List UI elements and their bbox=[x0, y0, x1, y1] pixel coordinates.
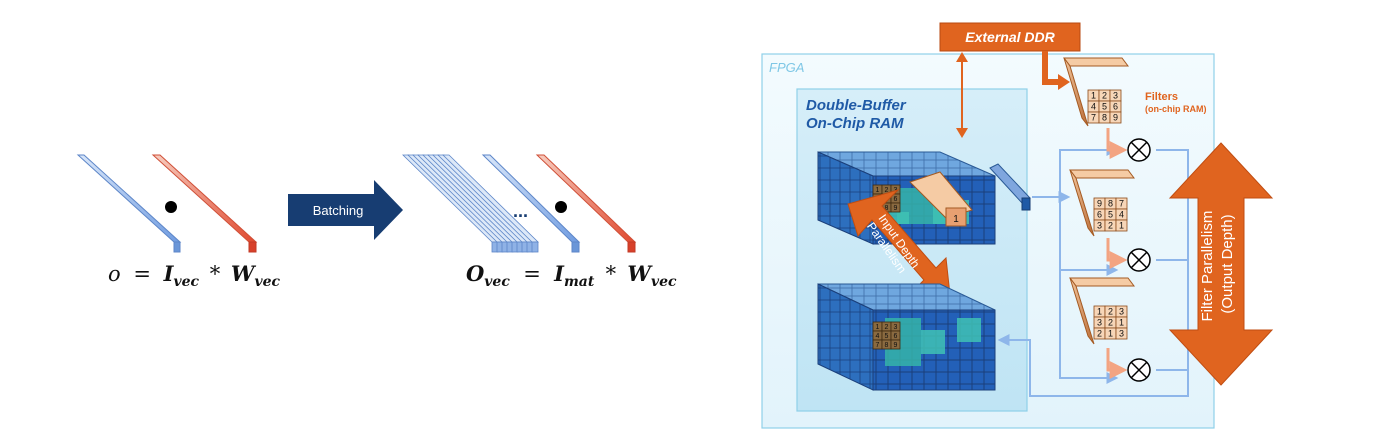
filter-parallelism-arrow: Filter Parallelism (Output Depth) bbox=[1168, 142, 1274, 386]
bottom-block-kernel-cell bbox=[890, 339, 901, 350]
filter-bot-kernel-value: 1 bbox=[1108, 329, 1113, 339]
external-ddr-label: External DDR bbox=[965, 29, 1055, 45]
filters-label: Filters bbox=[1145, 91, 1178, 103]
filter-top-kernel-value: 3 bbox=[1113, 91, 1118, 101]
bottom-block-kernel-value: 2 bbox=[885, 324, 889, 331]
input-vector-blue bbox=[76, 154, 182, 253]
bottom-block-kernel-value: 9 bbox=[894, 342, 898, 349]
batching-arrow: Batching bbox=[288, 180, 403, 240]
filters-sublabel: (on-chip RAM) bbox=[1145, 104, 1206, 114]
fpga-label: FPGA bbox=[769, 60, 804, 75]
top-block-kernel-value: 9 bbox=[894, 205, 898, 212]
filter-top-kernel-value: 7 bbox=[1091, 113, 1096, 123]
external-ddr-box bbox=[939, 22, 1081, 52]
filter-mid-kernel-value: 3 bbox=[1097, 221, 1102, 231]
top-block-kernel-value: 8 bbox=[885, 205, 889, 212]
ddr-buffer-arrow bbox=[956, 52, 968, 138]
top-block-kernel-value: 1 bbox=[876, 187, 880, 194]
input-vector-blue-2 bbox=[481, 154, 581, 253]
top-block-kernel-value: 6 bbox=[894, 196, 898, 203]
top-block-kernel-value: 2 bbox=[885, 187, 889, 194]
multiplier-1 bbox=[1127, 138, 1151, 162]
weight-vector-red bbox=[151, 154, 258, 253]
filter-top-kernel-value: 4 bbox=[1091, 102, 1096, 112]
filter-bot-kernel-value: 1 bbox=[1119, 318, 1124, 328]
bottom-block-kernel-value: 1 bbox=[876, 324, 880, 331]
weight-vector-red-2 bbox=[535, 154, 637, 253]
filter-to-multiplier-arrows bbox=[1106, 128, 1128, 379]
filter-mid-kernel-value: 7 bbox=[1119, 199, 1124, 209]
multiplier-3 bbox=[1127, 358, 1151, 382]
filter-top-kernel-value: 2 bbox=[1102, 91, 1107, 101]
multiplier-2 bbox=[1127, 248, 1151, 272]
bottom-block-kernel-value: 3 bbox=[894, 324, 898, 331]
filter-bot-kernel-value: 3 bbox=[1119, 307, 1124, 317]
filter-parallelism-label: Filter Parallelism (Output Depth) bbox=[1199, 206, 1236, 321]
filter-mid-kernel-value: 4 bbox=[1119, 210, 1124, 220]
filter-mid-kernel-value: 2 bbox=[1108, 221, 1113, 231]
buffer-label-line2: On-Chip RAM bbox=[806, 115, 904, 132]
filter-mid-kernel-value: 9 bbox=[1097, 199, 1102, 209]
filter-bot-kernel-value: 3 bbox=[1097, 318, 1102, 328]
filter-top-kernel-value: 1 bbox=[1091, 91, 1096, 101]
bottom-block-kernel-value: 5 bbox=[885, 333, 889, 340]
filter-bot-kernel-cell bbox=[1115, 327, 1128, 340]
equation-batched: Ovec = Imat * Wvec bbox=[466, 261, 677, 291]
filter-top-kernel-value: 8 bbox=[1102, 113, 1107, 123]
bottom-block-kernel-value: 6 bbox=[894, 333, 898, 340]
data-flow-lines bbox=[997, 144, 1189, 397]
dot-product-symbol-2 bbox=[555, 201, 567, 213]
filter-bot-kernel-value: 3 bbox=[1119, 329, 1124, 339]
filter-mid-kernel-value: 5 bbox=[1108, 210, 1113, 220]
input-stream-bar bbox=[989, 163, 1031, 211]
buffer-label-line1: Double-Buffer bbox=[806, 97, 907, 114]
filter-bot-kernel-value: 2 bbox=[1097, 329, 1102, 339]
input-matrix-stack bbox=[402, 154, 539, 253]
filter-bot-kernel-value: 2 bbox=[1108, 307, 1113, 317]
filter-top-kernel-cell bbox=[1109, 111, 1122, 124]
input-buffer-block-top bbox=[817, 151, 996, 245]
batching-label: Batching bbox=[313, 203, 364, 218]
output-buffer-block-bottom bbox=[817, 283, 996, 391]
filter-top-kernel-value: 9 bbox=[1113, 113, 1118, 123]
filter-top-kernel-value: 5 bbox=[1102, 102, 1107, 112]
filter-mid-kernel-value: 1 bbox=[1119, 221, 1124, 231]
filter-mid-kernel-value: 8 bbox=[1108, 199, 1113, 209]
bottom-block-kernel-value: 4 bbox=[876, 333, 880, 340]
filter-mid-kernel-value: 6 bbox=[1097, 210, 1102, 220]
vector-equation-group: o = Ivec * Wvec bbox=[76, 154, 281, 291]
filter-bot-kernel-value: 2 bbox=[1108, 318, 1113, 328]
filter-mid-kernel-cell bbox=[1115, 219, 1128, 232]
bottom-block-kernel-value: 8 bbox=[885, 342, 889, 349]
ellipsis-dots: ... bbox=[513, 201, 528, 221]
fpga-diagram: FPGA Double-Buffer On-Chip RAM External … bbox=[761, 22, 1274, 429]
ddr-filters-arrow bbox=[1042, 51, 1070, 90]
input-column: 1 bbox=[909, 171, 973, 227]
bottom-block-kernel-value: 7 bbox=[876, 342, 880, 349]
filter-bot-kernel-value: 1 bbox=[1097, 307, 1102, 317]
matrix-equation-group: ... Ovec = Imat * Wvec bbox=[402, 154, 677, 291]
filter-top-kernel-value: 6 bbox=[1113, 102, 1118, 112]
top-block-kernel-cell bbox=[890, 202, 901, 213]
equation-scalar: o = Ivec * Wvec bbox=[108, 261, 281, 291]
dot-product-symbol bbox=[165, 201, 177, 213]
svg-text:1: 1 bbox=[953, 214, 959, 225]
